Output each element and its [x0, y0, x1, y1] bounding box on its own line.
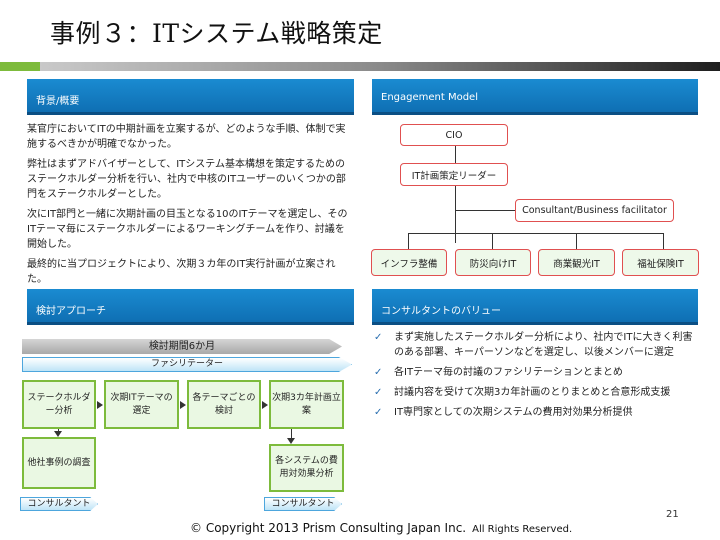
step-theme-review: 各テーマごとの検討: [187, 380, 261, 429]
value-list: ✓ まず実施したステークホルダー分析により、社内でITに大きく利害のある部署、キー…: [372, 330, 702, 425]
panel-header-approach: 検討アプローチ: [27, 289, 354, 325]
connector-line: [455, 186, 456, 243]
value-item: ✓ まず実施したステークホルダー分析により、社内でITに大きく利害のある部署、キー…: [372, 330, 702, 360]
check-icon: ✓: [374, 387, 383, 398]
background-paragraph: 某官庁においてITの中期計画を立案するが、どのような手順、体制で実施するべきかが…: [27, 124, 346, 150]
step-cost-analysis: 各システムの費用対効果分析: [269, 444, 344, 492]
copyright-text: © Copyright 2013 Prism Consulting Japan …: [190, 521, 467, 535]
check-icon: ✓: [374, 332, 383, 343]
connector-line: [408, 233, 409, 249]
facilitator-bar: ファシリテーター: [22, 357, 352, 372]
step-plan: 次期3カ年計画立案: [269, 380, 344, 429]
period-bar: 検討期間6か月: [22, 339, 342, 354]
rights-text: All Rights Reserved.: [472, 524, 573, 535]
value-text: 討議内容を受けて次期3カ年計画のとりまとめと合意形成支援: [394, 387, 671, 398]
connector-line: [408, 233, 664, 234]
consultant-tag-right: コンサルタント: [264, 497, 342, 511]
background-text: 某官庁においてITの中期計画を立案するが、どのような手順、体制で実施するべきかが…: [27, 122, 353, 292]
value-item: ✓ IT専門家としての次期システムの費用対効果分析提供: [372, 405, 702, 420]
value-item: ✓ 討議内容を受けて次期3カ年計画のとりまとめと合意形成支援: [372, 385, 702, 400]
page-number: 21: [666, 509, 679, 520]
title-divider: [0, 62, 720, 71]
org-team-infra: インフラ整備: [371, 249, 447, 276]
arrow-right: [180, 401, 186, 409]
org-team-tourism: 商業観光IT: [538, 249, 615, 276]
panel-header-background: 背景/概要: [27, 79, 354, 115]
check-icon: ✓: [374, 407, 383, 418]
value-text: 各ITテーマ毎の討議のファシリテーションとまとめ: [394, 367, 623, 378]
org-team-disaster: 防災向けIT: [455, 249, 531, 276]
connector-line: [291, 429, 292, 440]
step-stakeholder-analysis: ステークホルダー分析: [22, 380, 96, 429]
org-cio: CIO: [400, 124, 508, 146]
arrow-down: [54, 431, 62, 437]
connector-line: [455, 146, 456, 163]
connector-line: [455, 210, 515, 211]
background-paragraph: 弊社はまずアドバイザーとして、ITシステム基本構想を策定するためのステークホルダ…: [27, 159, 346, 200]
step-theme-selection: 次期ITテーマの選定: [104, 380, 179, 429]
arrow-right: [97, 401, 103, 409]
connector-line: [492, 233, 493, 249]
step-other-case-study: 他社事例の調査: [22, 437, 96, 489]
value-text: まず実施したステークホルダー分析により、社内でITに大きく利害のある部署、キーパ…: [394, 332, 693, 358]
arrow-down: [287, 438, 295, 444]
connector-line: [576, 233, 577, 249]
panel-header-value: コンサルタントのバリュー: [372, 289, 698, 325]
page-title: 事例３：ITシステム戦略策定: [50, 19, 383, 48]
org-team-welfare: 福祉保険IT: [622, 249, 699, 276]
org-consultant: Consultant/Business facilitator: [515, 199, 674, 222]
org-it-leader: IT計画策定リーダー: [400, 163, 508, 186]
background-paragraph: 最終的に当プロジェクトにより、次期３カ年のIT実行計画が立案された。: [27, 259, 336, 285]
connector-line: [663, 233, 664, 249]
footer-copyright: © Copyright 2013 Prism Consulting Japan …: [190, 521, 572, 535]
value-item: ✓ 各ITテーマ毎の討議のファシリテーションとまとめ: [372, 365, 702, 380]
value-text: IT専門家としての次期システムの費用対効果分析提供: [394, 407, 633, 418]
check-icon: ✓: [374, 367, 383, 378]
panel-header-engagement: Engagement Model: [372, 79, 698, 115]
background-paragraph: 次にIT部門と一緒に次期計画の目玉となる10のITテーマを選定し、そのITテーマ…: [27, 209, 348, 250]
arrow-right: [262, 401, 268, 409]
consultant-tag-left: コンサルタント: [20, 497, 98, 511]
